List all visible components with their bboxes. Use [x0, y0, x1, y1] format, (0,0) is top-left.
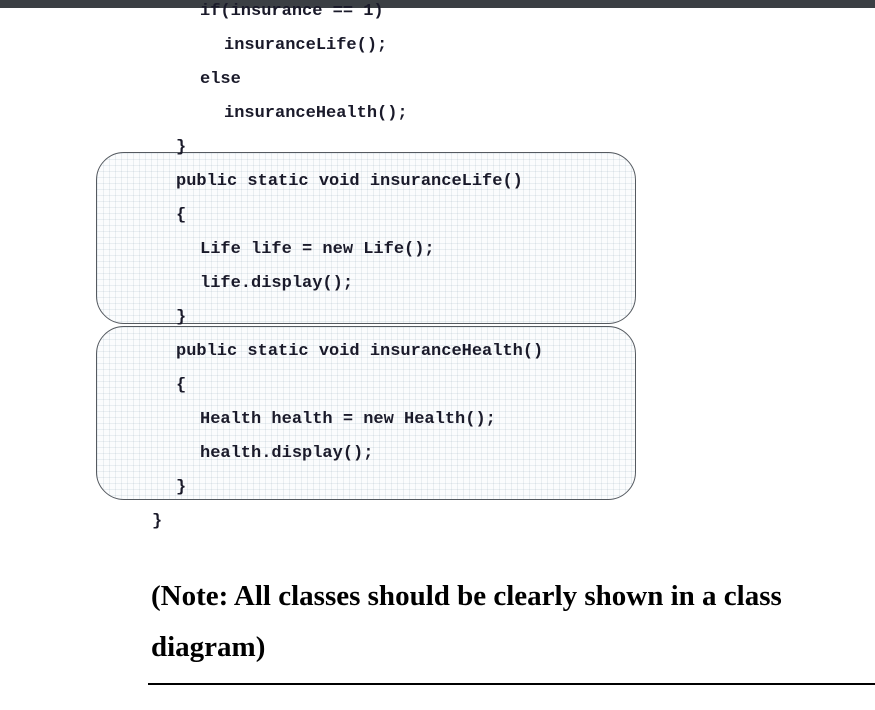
code-main-close-brace: }: [176, 138, 187, 157]
method-life-body-line: Life life = new Life();: [200, 240, 435, 259]
method-health-open-brace: {: [176, 376, 187, 395]
method-life-body-line: life.display();: [200, 274, 354, 293]
highlight-box-insurance-health: [96, 326, 636, 500]
method-life-close-brace: }: [176, 308, 187, 327]
method-health-close-brace: }: [176, 478, 187, 497]
method-health-signature: public static void insuranceHealth(): [176, 342, 544, 361]
viewer-top-bar: [0, 0, 875, 8]
method-health-body-line: health.display();: [200, 444, 374, 463]
horizontal-rule: [148, 683, 875, 685]
method-life-open-brace: {: [176, 206, 187, 225]
code-line-call-health: insuranceHealth();: [224, 104, 408, 123]
code-line-else: else: [200, 70, 241, 89]
note-line-1: (Note: All classes should be clearly sho…: [151, 580, 782, 612]
highlight-box-insurance-life: [96, 152, 636, 324]
note-line-2: diagram): [151, 631, 266, 663]
method-health-body-line: Health health = new Health();: [200, 410, 496, 429]
class-close-brace: }: [152, 512, 163, 531]
method-life-signature: public static void insuranceLife(): [176, 172, 523, 191]
code-line-if: if(insurance == 1): [200, 2, 384, 21]
code-line-call-life: insuranceLife();: [224, 36, 388, 55]
